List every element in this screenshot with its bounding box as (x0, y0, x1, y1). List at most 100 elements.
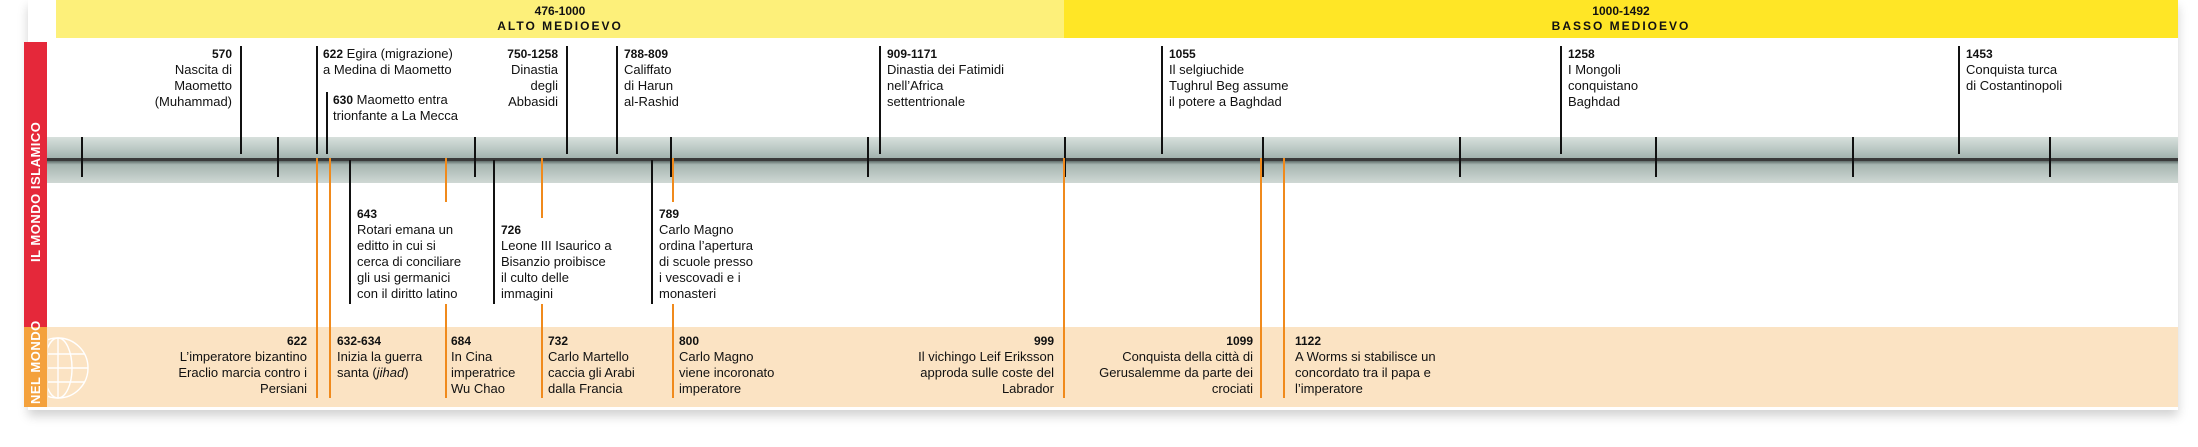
axis-tick (277, 137, 279, 177)
event-year: 622 (323, 47, 344, 61)
event-1453: 1453 Conquista turca di Costantinopoli (1966, 46, 2116, 94)
connector-world-684b (445, 304, 447, 398)
event-1258: 1258 I Mongoli conquistano Baghdad (1568, 46, 1688, 110)
event-year: 800 (679, 334, 700, 348)
connector-1453 (1958, 46, 1960, 154)
connector-630 (326, 92, 328, 154)
connector-726 (493, 160, 495, 304)
event-year: 999 (1033, 334, 1054, 348)
axis-tick (81, 137, 83, 177)
event-desc: Leone III Isaurico a Bisanzio proibisce … (501, 238, 612, 301)
connector-world-1122 (1283, 158, 1285, 398)
connector-1258 (1560, 46, 1562, 154)
connector-world-789 (672, 158, 674, 202)
connector-world-632 (329, 158, 331, 398)
event-1055: 1055 Il selgiuchide Tughrul Beg assume i… (1169, 46, 1349, 110)
event-desc: Il selgiuchide Tughrul Beg assume il pot… (1169, 62, 1289, 109)
event-year: 1122 (1295, 334, 1322, 348)
event-year: 630 (333, 93, 354, 107)
event-630: 630 Maometto entra trionfante a La Mecca (333, 92, 533, 124)
axis-tick (2049, 137, 2051, 177)
globe-icon (48, 337, 89, 399)
event-world-1122: 1122 A Worms si stabilisce un concordato… (1295, 333, 1495, 397)
event-726: 726 Leone III Isaurico a Bisanzio proibi… (501, 222, 641, 302)
event-desc: Dinastia degli Abbasidi (508, 62, 558, 109)
event-desc: I Mongoli conquistano Baghdad (1568, 62, 1639, 109)
event-world-732: 732 Carlo Martello caccia gli Arabi dall… (548, 333, 668, 397)
event-world-632: 632-634 Inizia la guerra santa (jihad) (337, 333, 447, 381)
event-year: 788-809 (624, 47, 669, 61)
world-sidebar (24, 327, 47, 407)
event-desc: A Worms si stabilisce un concordato tra … (1295, 349, 1436, 396)
connector-world-1099 (1260, 158, 1262, 398)
axis-tick (867, 137, 869, 177)
connector-1055 (1161, 46, 1163, 154)
event-desc: Carlo Magno ordina l’apertura di scuole … (659, 222, 753, 301)
event-622-egira: 622 Egira (migrazione) a Medina di Maome… (323, 46, 523, 78)
event-desc: Il vichingo Leif Eriksson approda sulle … (918, 349, 1054, 396)
event-788: 788-809 Califfato di Harun al-Rashid (624, 46, 734, 110)
event-desc: Inizia la guerra santa (jihad) (337, 349, 447, 381)
event-909: 909-1171 Dinastia dei Fatimidi nell’Afri… (887, 46, 1067, 110)
event-desc: Egira (migrazione) a Medina di Maometto (323, 46, 453, 77)
connector-570 (240, 46, 242, 154)
connector-world-732 (541, 158, 543, 218)
event-789: 789 Carlo Magno ordina l’apertura di scu… (659, 206, 799, 302)
world-sidebar-label: NEL MONDO (28, 320, 43, 404)
axis-tick (1262, 137, 1264, 177)
world-band (47, 327, 2178, 407)
period-alto-medioevo: 476-1000 ALTO MEDIOEVO (56, 0, 1064, 38)
event-750: 750-1258 Dinastia degli Abbasidi (448, 46, 558, 110)
axis-tick (474, 137, 476, 177)
connector-788 (616, 46, 618, 154)
event-desc: Nascita di Maometto (Muhammad) (154, 62, 232, 109)
event-desc: Rotari emana un editto in cui si cerca d… (357, 222, 462, 301)
axis-tick (1852, 137, 1854, 177)
event-570: 570 Nascita di Maometto (Muhammad) (102, 46, 232, 110)
axis-tick (1459, 137, 1461, 177)
islamic-sidebar (24, 42, 47, 327)
axis-tick (1064, 137, 1066, 177)
event-643: 643 Rotari emana un editto in cui si cer… (357, 206, 497, 302)
event-year: 632-634 (337, 334, 382, 348)
event-desc: Maometto entra trionfante a La Mecca (333, 92, 459, 123)
connector-909 (879, 46, 881, 154)
event-desc: Dinastia dei Fatimidi nell’Africa setten… (887, 62, 1005, 109)
period-range: 476-1000 (534, 4, 586, 18)
event-desc: Califfato di Harun al-Rashid (624, 62, 679, 109)
event-desc: In Cina imperatrice Wu Chao (451, 349, 516, 396)
event-year: 726 (501, 223, 522, 237)
event-year: 789 (659, 207, 680, 221)
timeline-axis-line (47, 158, 2178, 161)
connector-world-732b (541, 304, 543, 398)
event-desc: Carlo Magno viene incoronato imperatore (679, 349, 775, 396)
connector-789 (651, 160, 653, 304)
event-year: 684 (451, 334, 472, 348)
connector-world-999 (1063, 158, 1065, 398)
event-world-1099: 1099 Conquista della città di Gerusalemm… (1053, 333, 1253, 397)
event-year: 1453 (1966, 47, 1993, 61)
event-year: 1258 (1568, 47, 1595, 61)
connector-world-622 (316, 158, 318, 398)
connector-world-684 (445, 158, 447, 202)
event-world-622: 622 L’imperatore bizantino Eraclio marci… (137, 333, 307, 397)
connector-750 (566, 46, 568, 154)
islamic-sidebar-label: IL MONDO ISLAMICO (28, 121, 43, 262)
event-desc: Conquista della città di Gerusalemme da … (1099, 349, 1253, 396)
event-year: 909-1171 (887, 47, 938, 61)
event-desc-post: ) (404, 365, 409, 380)
event-year: 732 (548, 334, 569, 348)
connector-643 (349, 160, 351, 304)
period-range: 1000-1492 (1592, 4, 1650, 18)
period-basso-medioevo: 1000-1492 BASSO MEDIOEVO (1064, 0, 2178, 38)
event-world-800: 800 Carlo Magno viene incoronato imperat… (679, 333, 809, 397)
event-year: 622 (286, 334, 307, 348)
event-desc: L’imperatore bizantino Eraclio marcia co… (178, 349, 307, 396)
event-year: 570 (211, 47, 232, 61)
event-year: 643 (357, 207, 378, 221)
event-world-999: 999 Il vichingo Leif Eriksson approda su… (854, 333, 1054, 397)
period-name: ALTO MEDIOEVO (497, 19, 623, 33)
connector-622-egira (316, 46, 318, 154)
event-world-684: 684 In Cina imperatrice Wu Chao (451, 333, 541, 397)
